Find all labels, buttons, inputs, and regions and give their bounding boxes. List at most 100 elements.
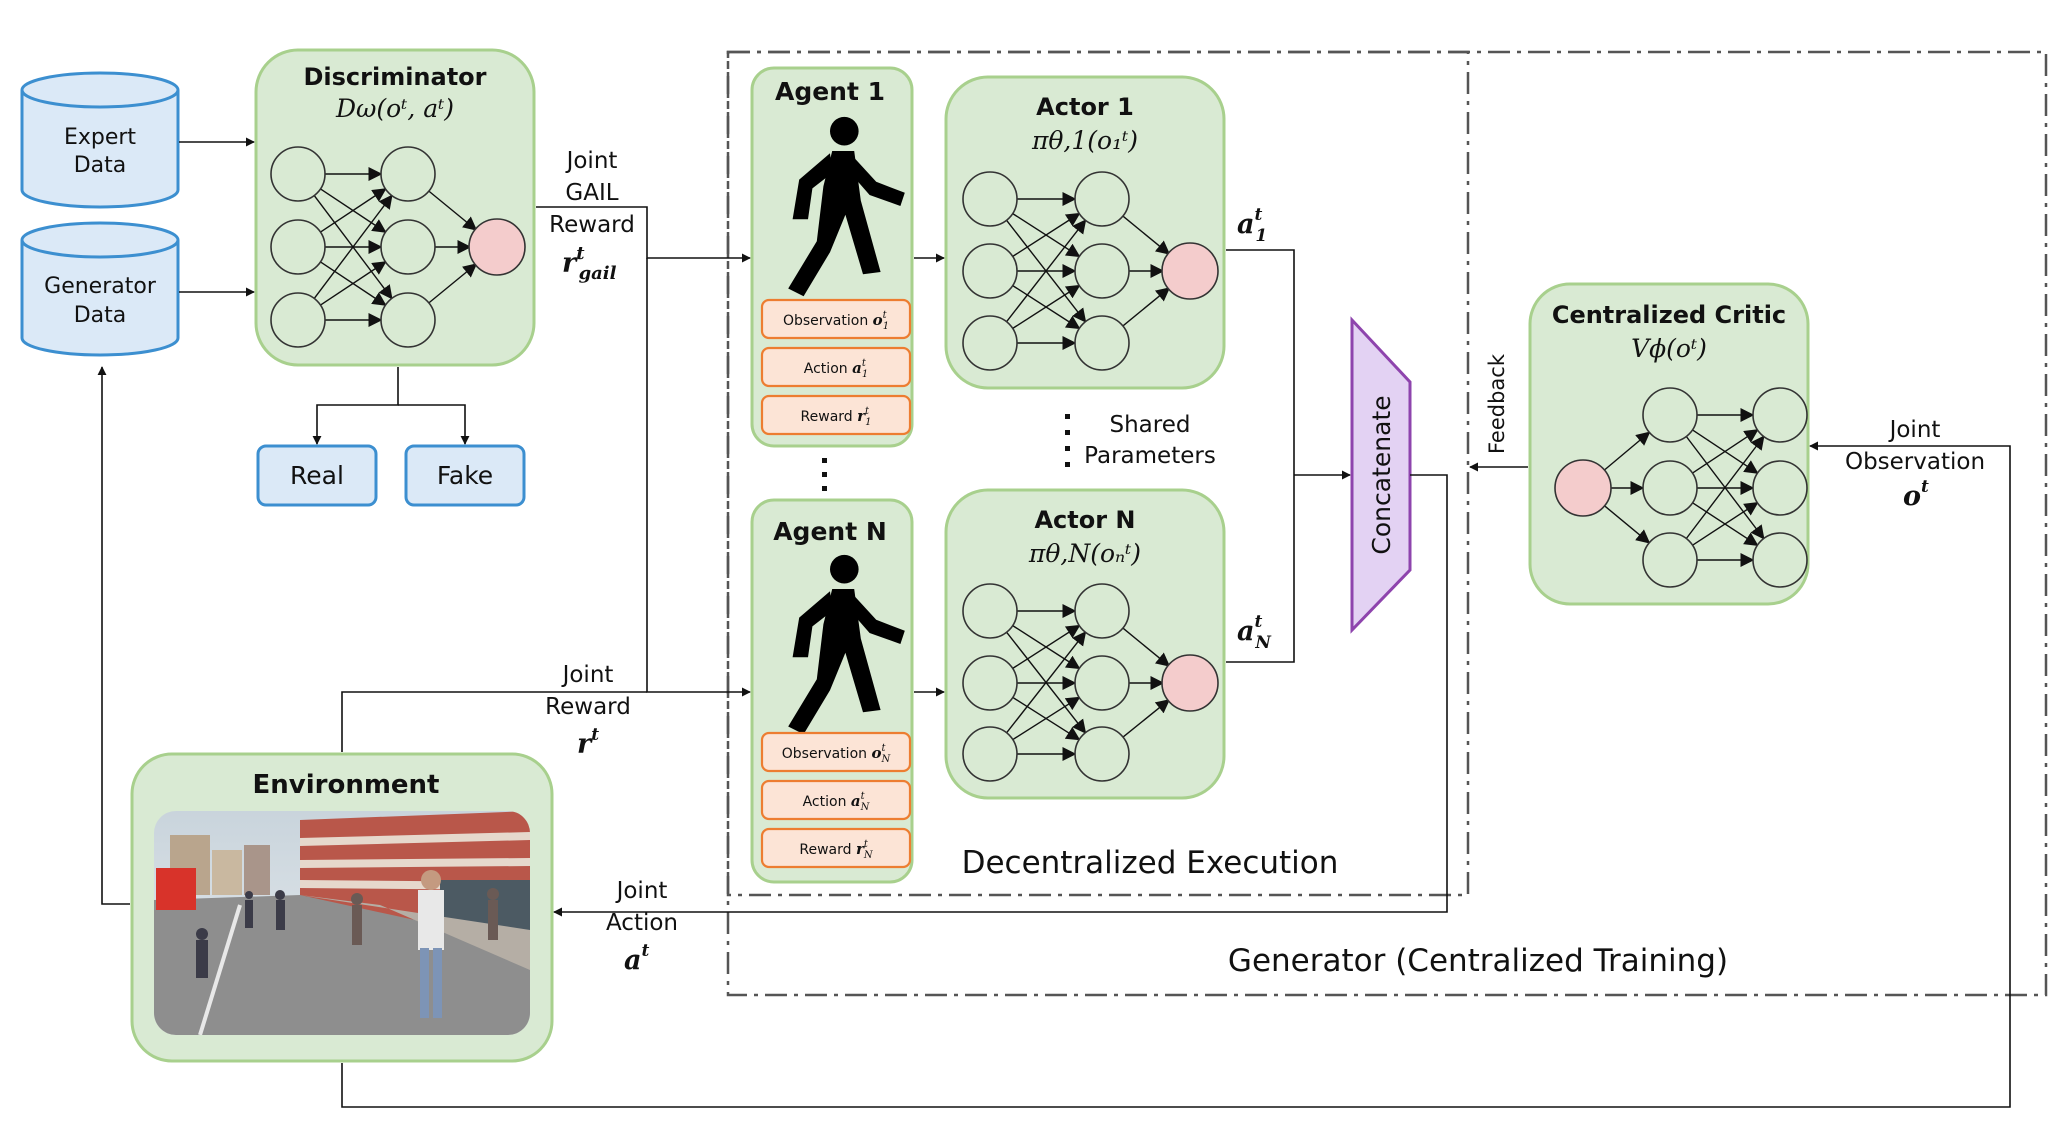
actor-1-neuron xyxy=(962,315,1018,371)
actor-1-neuron xyxy=(1074,171,1130,227)
real-label: Real xyxy=(290,461,344,490)
discriminator-output-neuron xyxy=(468,218,526,276)
actor-1-formula: πθ,1(o₁ᵗ) xyxy=(1031,126,1138,155)
critic-neuron xyxy=(1752,387,1808,443)
discriminator-network xyxy=(270,146,526,348)
actor-n-neuron xyxy=(962,583,1018,639)
discriminator-title: Discriminator xyxy=(303,63,486,91)
environment-title: Environment xyxy=(253,770,440,800)
environment-node: Environment xyxy=(130,752,554,1063)
feedback-label: Feedback xyxy=(1485,353,1509,454)
fake-output-box: Fake xyxy=(404,444,526,507)
generator-data-database-icon: Generator Data xyxy=(20,221,180,357)
real-output-box: Real xyxy=(256,444,378,507)
svg-text:Action at1: Action at1 xyxy=(804,358,868,380)
actor-1-title: Actor 1 xyxy=(1036,93,1134,121)
actor-n-formula: πθ,N(oₙᵗ) xyxy=(1028,539,1141,568)
discriminator-neuron xyxy=(380,146,436,202)
critic-network xyxy=(1554,387,1808,588)
agents-ellipsis xyxy=(822,458,827,491)
walking-person-icon xyxy=(788,116,905,297)
actor-n-title: Actor N xyxy=(1034,506,1135,534)
svg-text:Joint: Joint xyxy=(565,148,618,174)
svg-text:GAIL: GAIL xyxy=(565,180,618,206)
connections xyxy=(97,137,2011,1108)
svg-text:Joint: Joint xyxy=(1888,417,1941,443)
joint-reward-label: Joint Reward rt xyxy=(545,662,631,760)
agent-1-title: Agent 1 xyxy=(775,77,885,106)
joint-action-label: Joint Action at xyxy=(606,878,678,976)
actor-n-node: Actor N πθ,N(oₙᵗ) xyxy=(944,488,1226,800)
expert-data-database-icon: Expert Data xyxy=(20,71,180,209)
discriminator-neuron xyxy=(380,219,436,275)
actor-1-output-neuron xyxy=(1161,242,1219,300)
svg-text:Reward: Reward xyxy=(549,212,635,238)
concatenate-block: Concatenate xyxy=(1350,316,1412,634)
discriminator-neuron xyxy=(380,292,436,348)
shared-parameters-note: Shared Parameters xyxy=(1065,412,1216,469)
actor-1-neuron xyxy=(1074,315,1130,371)
svg-text:Reward rtN: Reward rtN xyxy=(799,839,874,861)
svg-text:at: at xyxy=(624,941,650,976)
walking-person-icon xyxy=(788,554,905,735)
critic-neuron xyxy=(1642,387,1698,443)
discriminator-formula: Dω(oᵗ, aᵗ) xyxy=(335,94,454,123)
svg-text:Joint: Joint xyxy=(615,878,668,904)
svg-text:rt: rt xyxy=(577,725,599,760)
actor-n-neuron xyxy=(1074,583,1130,639)
discriminator-node: Discriminator Dω(oᵗ, aᵗ) xyxy=(254,48,536,367)
actor-n-output-neuron xyxy=(1161,654,1219,712)
svg-text:Observation: Observation xyxy=(1845,449,1985,475)
actor-n-network xyxy=(962,583,1219,782)
svg-text:Observation otN: Observation otN xyxy=(782,743,892,765)
actor-1-neuron xyxy=(962,243,1018,299)
actor-n-neuron xyxy=(962,655,1018,711)
discriminator-neuron xyxy=(270,219,326,275)
discriminator-neuron xyxy=(270,146,326,202)
svg-text:Reward: Reward xyxy=(545,694,631,720)
expert-data-line2: Data xyxy=(74,153,127,178)
shared-parameters-line2: Parameters xyxy=(1084,443,1216,469)
joint-observation-label: Joint Observation ot xyxy=(1845,417,1985,512)
svg-text:Action atN: Action atN xyxy=(803,791,871,813)
agent-n-title: Agent N xyxy=(773,517,887,546)
critic-output-neuron xyxy=(1554,459,1612,517)
concatenate-label: Concatenate xyxy=(1367,395,1396,554)
critic-neuron xyxy=(1642,460,1698,516)
expert-data-line1: Expert xyxy=(64,125,136,150)
svg-text:Joint: Joint xyxy=(561,662,614,688)
critic-formula: Vϕ(oᵗ) xyxy=(1631,334,1707,363)
svg-text:ot: ot xyxy=(1903,477,1929,512)
actor-1-neuron xyxy=(962,171,1018,227)
shared-parameters-line1: Shared xyxy=(1110,412,1191,438)
critic-title: Centralized Critic xyxy=(1552,301,1786,329)
generator-data-line1: Generator xyxy=(44,274,157,299)
discriminator-neuron xyxy=(270,292,326,348)
generator-centralized-training-label: Generator (Centralized Training) xyxy=(1228,943,1728,979)
generator-data-line2: Data xyxy=(74,303,127,328)
decentralized-execution-label: Decentralized Execution xyxy=(962,845,1339,881)
actor-1-node: Actor 1 πθ,1(o₁ᵗ) xyxy=(944,75,1226,390)
decentralized-execution-frame xyxy=(726,50,1470,897)
fake-label: Fake xyxy=(437,461,493,490)
svg-text:Reward rt1: Reward rt1 xyxy=(801,406,872,428)
actor-1-neuron xyxy=(1074,243,1130,299)
actor-n-neuron xyxy=(1074,726,1130,782)
svg-text:Observation ot1: Observation ot1 xyxy=(783,310,889,332)
actor-1-network xyxy=(962,171,1219,371)
critic-neuron xyxy=(1752,460,1808,516)
actor-n-neuron xyxy=(962,726,1018,782)
svg-text:Action: Action xyxy=(606,910,678,936)
actor-n-neuron xyxy=(1074,655,1130,711)
